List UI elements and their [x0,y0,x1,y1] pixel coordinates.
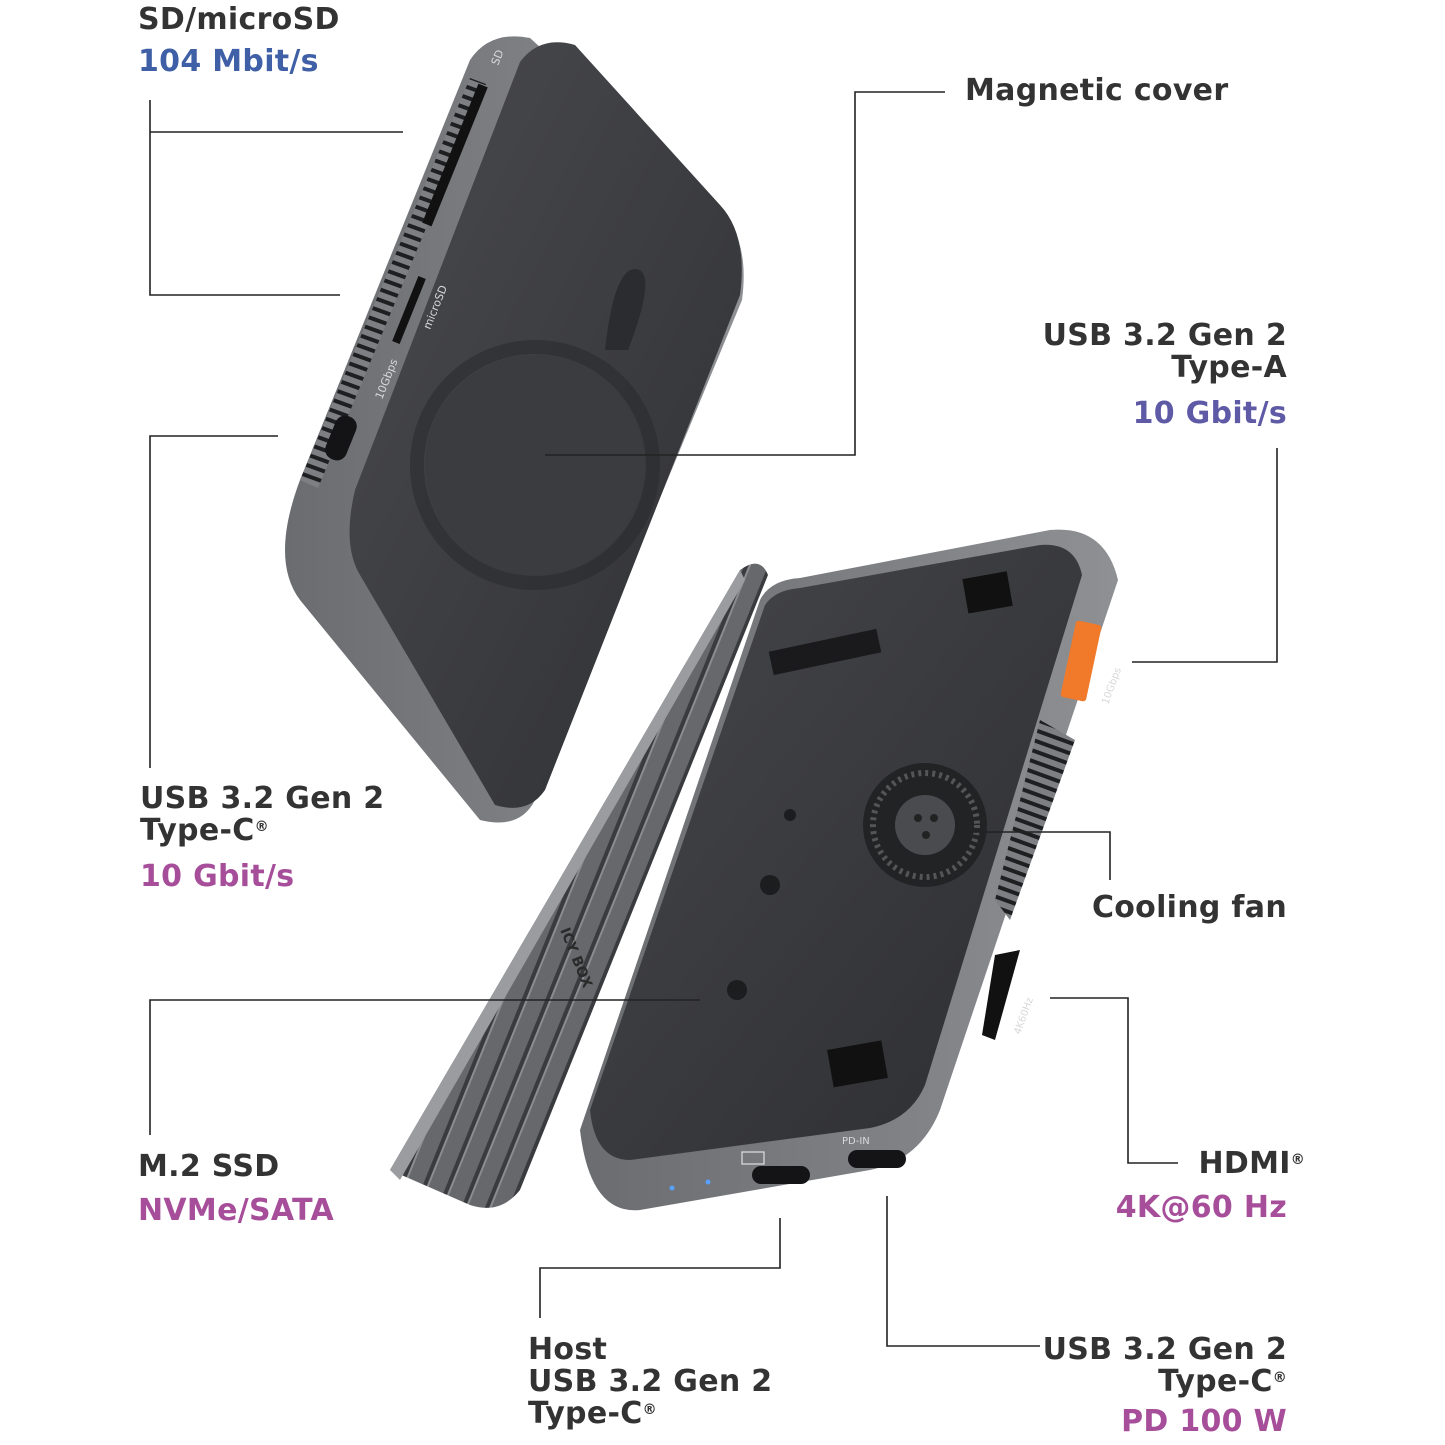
callout-pd-reg: ® [1272,1370,1287,1386]
callout-sd-title: SD/microSD [138,2,340,37]
callout-fan-title: Cooling fan [1091,890,1287,925]
usba-speed-marking: 10Gbps [1100,666,1123,706]
callout-m2-spec: NVMe/SATA [138,1193,335,1228]
callout-cooling-fan: Cooling fan [1092,892,1287,924]
pd-marking: PD-IN [842,1136,870,1147]
callout-usba-title-2: Type-A [1171,350,1287,385]
callout-host-title-3: Type-C [528,1396,643,1431]
callout-usbc-side-title-1: USB 3.2 Gen 2 [140,781,385,816]
usb-a-port [1060,620,1102,702]
hdmi-marking: 4K60Hz [1012,996,1035,1036]
heatsink-cover: ICY BOX [390,563,768,1208]
callout-m2-title: M.2 SSD [138,1149,280,1184]
callout-hdmi-reg: ® [1290,1152,1305,1168]
callout-pd-spec: PD 100 W [1121,1404,1287,1439]
callout-usba: USB 3.2 Gen 2 Type-A 10 Gbit/s [1043,320,1287,430]
callout-sd: SD/microSD 104 Mbit/s [138,4,340,78]
callout-host: Host USB 3.2 Gen 2 Type-C® [528,1334,772,1430]
callout-host-title-1: Host [528,1332,608,1367]
callout-sd-spec: 104 Mbit/s [138,44,319,79]
base-unit: 10Gbps 4K60Hz PD-IN [580,529,1124,1211]
callout-magnetic-cover: Magnetic cover [965,75,1228,107]
callout-host-reg: ® [642,1402,657,1418]
leader-lines [149,91,1278,1347]
callout-hdmi-title: HDMI [1198,1146,1291,1181]
callout-usba-spec: 10 Gbit/s [1132,396,1287,431]
callout-usbc-side-reg: ® [254,819,269,835]
host-usbc-port [752,1166,810,1184]
callout-pd-title-1: USB 3.2 Gen 2 [1042,1332,1287,1367]
magnetic-cover-body: SD microSD 10Gbps [285,36,744,823]
pd-usbc-port [848,1150,906,1168]
callout-hdmi: HDMI® 4K@60 Hz [1116,1148,1305,1224]
callout-pd-title-2: Type-C [1158,1364,1273,1399]
sd-slot-marking: SD [489,48,507,67]
laptop-charge-icon [741,1151,765,1165]
callout-hdmi-spec: 4K@60 Hz [1115,1190,1287,1225]
callout-m2-ssd: M.2 SSD NVMe/SATA [138,1151,334,1227]
callout-usbc-side-title-2: Type-C [140,813,255,848]
callout-usbc-side: USB 3.2 Gen 2 Type-C® 10 Gbit/s [140,783,384,893]
callout-magnetic-title: Magnetic cover [965,73,1229,108]
callout-pd: USB 3.2 Gen 2 Type-C® PD 100 W [1043,1334,1287,1438]
callout-host-title-2: USB 3.2 Gen 2 [528,1364,773,1399]
hdmi-port [982,950,1020,1040]
callout-usba-title-1: USB 3.2 Gen 2 [1042,318,1287,353]
callout-usbc-side-spec: 10 Gbit/s [140,859,295,894]
